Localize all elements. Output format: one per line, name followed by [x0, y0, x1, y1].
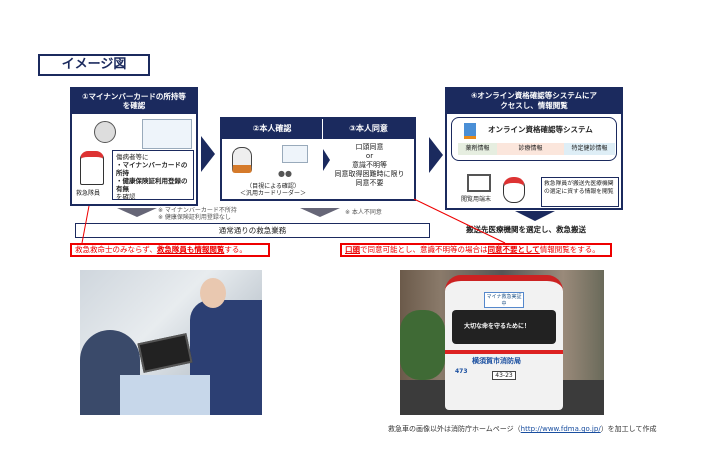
- red-note-1: 救急救命士のみならず、救急隊員も情報閲覧する。: [70, 243, 270, 257]
- my-number-card-icon: [142, 119, 192, 149]
- red-text: 救急救命士のみならず、: [75, 245, 157, 254]
- system-panel: オンライン資格確認等システム 薬剤情報 診療情報 特定健診情報: [451, 117, 617, 161]
- bubble-item: ・健康保険証利用登録の有無: [116, 177, 188, 193]
- caption-line: ＜汎用カードリーダー＞: [239, 190, 306, 197]
- arrow-right-icon: [201, 136, 215, 172]
- info-clinical: 診療情報: [497, 143, 564, 155]
- red-text: で同意可能とし、意識不明等の場合は: [360, 245, 488, 254]
- paramedic-tablet-photo: [80, 270, 262, 415]
- caption-line: （目視による確認）: [246, 183, 300, 190]
- elderly-patient-icon: [94, 121, 116, 143]
- red-text: する。: [224, 245, 247, 254]
- paramedic-icon: [80, 151, 104, 185]
- bubble-outro: を確認: [116, 193, 136, 201]
- step4-header: ④オンライン資格確認等システムにアクセスし、情報閲覧: [447, 89, 621, 114]
- red-text: 情報閲覧をする。: [539, 245, 600, 254]
- system-title: オンライン資格確認等システム: [488, 125, 593, 134]
- ambulance-window-text: 大切な命を守るために！: [464, 323, 531, 330]
- normal-duties-box: 通常通りの救急業務: [75, 223, 430, 238]
- step1-bubble: 傷病者等に ・マイナンバーカードの所持 ・健康保険証利用登録の有無 を確認: [112, 150, 194, 201]
- note: ※ 健康保険証利用登録なし: [158, 214, 231, 221]
- ambulance-plate: 43-23: [492, 371, 516, 380]
- callout-lines: [81, 198, 506, 244]
- arrow-right-icon: [323, 149, 330, 171]
- info-checkup: 特定健診情報: [564, 143, 615, 155]
- step3-line: 同意取得困難時に限り: [334, 170, 405, 178]
- step3-line: 意識不明等: [352, 161, 387, 169]
- source-caption: 救急車の画像以外は消防庁ホームページ（http://www.fdma.go.jp…: [388, 424, 656, 434]
- bubble-intro: 傷病者等に: [116, 153, 149, 161]
- arrow-down-icon: [515, 211, 555, 221]
- fdma-link[interactable]: http://www.fdma.go.jp/: [520, 425, 601, 433]
- step4-bubble: 救急隊員が搬送先医療機関の選定に資する情報を閲覧: [541, 177, 619, 207]
- caption-text: ）を加工して作成: [600, 425, 657, 433]
- red-emph: 同意不要として: [487, 245, 540, 254]
- step2-header: ②本人確認: [222, 119, 323, 139]
- step1-box: ①マイナンバーカードの所持等を確認 救急隊員 傷病者等に ・マイナンバーカードの…: [70, 87, 198, 206]
- ambulance-org: 横須賀市消防局: [472, 357, 521, 365]
- terminal-label: 閲覧用端末: [461, 196, 492, 203]
- server-icon: [464, 123, 476, 139]
- ambulance-sign: マイナ救急実証中: [484, 292, 524, 308]
- red-emph: 救急隊員も情報閲覧: [156, 245, 225, 254]
- notes-left: ※ マイナンバーカード不所持 ※ 健康保険証利用登録なし: [158, 207, 237, 221]
- red-emph: 口頭: [345, 245, 360, 254]
- step3-text: 口頭同意 or 意識不明等 同意取得困難時に限り 同意不要: [323, 143, 416, 188]
- note: ※ マイナンバーカード不所持: [158, 207, 237, 214]
- info-drug: 薬剤情報: [458, 143, 497, 155]
- terminal-icon: [467, 174, 491, 192]
- role-label: 救急隊員: [76, 190, 101, 197]
- step2-caption: （目視による確認） ＜汎用カードリーダー＞: [224, 183, 322, 197]
- ambulance-number: 473: [455, 368, 468, 375]
- step3-line: 口頭同意: [355, 143, 384, 151]
- step1-header: ①マイナンバーカードの所持等を確認: [72, 89, 196, 114]
- bubble-item: ・マイナンバーカードの所持: [116, 161, 188, 177]
- chevron-down-icon: [117, 208, 157, 217]
- person-icon: [232, 147, 252, 173]
- step4-box: ④オンライン資格確認等システムにアクセスし、情報閲覧 オンライン資格確認等システ…: [445, 87, 623, 210]
- paramedic-icon: [503, 177, 525, 203]
- step3-line: or: [365, 152, 374, 160]
- red-note-2: 口頭で同意可能とし、意識不明等の場合は同意不要として情報閲覧をする。: [340, 243, 612, 257]
- eyes-icon: ●●: [278, 169, 292, 178]
- step3-line: 同意不要: [355, 179, 384, 187]
- notes-right: ※ 本人不同意: [345, 209, 382, 216]
- arrow-right-icon: [429, 137, 443, 173]
- page-title: イメージ図: [38, 54, 150, 76]
- step2-3-box: ②本人確認 ③本人同意 ●● （目視による確認） ＜汎用カードリーダー＞ 口頭同…: [220, 117, 416, 201]
- ambulance-photo: マイナ救急実証中 大切な命を守るために！ 横須賀市消防局 473 43-23: [400, 270, 604, 415]
- chevron-down-icon: [300, 208, 340, 217]
- caption-text: 救急車の画像以外は消防庁ホームページ（: [388, 425, 521, 433]
- card-icon: [282, 145, 308, 163]
- transport-text: 搬送先医療機関を選定し、救急搬送: [466, 225, 586, 234]
- step3-header: ③本人同意: [349, 124, 388, 133]
